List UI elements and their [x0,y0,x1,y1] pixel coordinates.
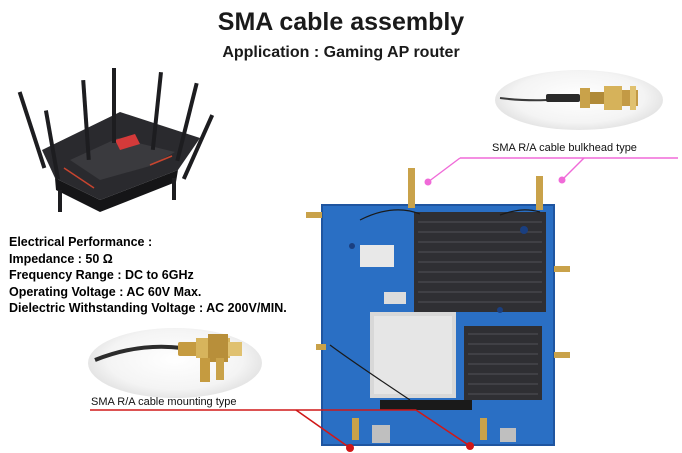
mounting-callout-lines [90,409,474,452]
circuit-board [306,168,570,446]
spec-frequency: Frequency Range : DC to 6GHz [9,268,194,282]
page-subtitle: Application : Gaming AP router [222,44,460,61]
bulkhead-callout-lines [424,157,678,186]
mounting-type-label: SMA R/A cable mounting type [91,396,237,408]
page-title: SMA cable assembly [217,8,465,36]
spec-voltage: Operating Voltage : AC 60V Max. [9,284,202,299]
mounting-connector-photo [88,328,262,398]
spec-impedance: Impedance : 50 Ω [9,251,113,266]
bulkhead-connector [499,86,638,110]
bulkhead-type-label: SMA R/A cable bulkhead type [492,142,637,154]
electrical-specs: Electrical Performance : Impedance : 50 … [9,234,287,317]
spec-dielectric: Dielectric Withstanding Voltage : AC 200… [9,301,287,315]
mounting-connector [94,334,242,382]
specs-heading: Electrical Performance : [9,235,153,249]
router-image [17,68,215,212]
